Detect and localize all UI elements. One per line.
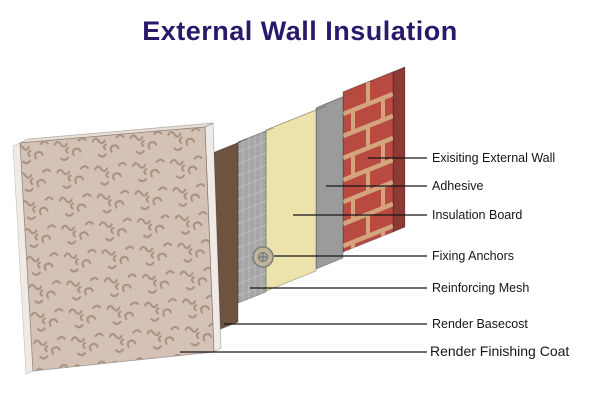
label-render-finishing-coat: Render Finishing Coat — [430, 343, 569, 359]
page-title: External Wall Insulation — [142, 16, 458, 46]
finishing-texture-overlay — [20, 127, 214, 371]
label-reinforcing-mesh: Reinforcing Mesh — [432, 281, 529, 295]
adhesive-top-face — [315, 92, 353, 109]
mesh-grid-texture — [238, 131, 266, 303]
insulation-front-face — [265, 109, 317, 292]
label-insulation-board: Insulation Board — [432, 208, 522, 222]
adhesive-front-face — [315, 96, 344, 270]
label-render-basecoat: Render Basecost — [432, 317, 528, 331]
layer-labels: Exisiting External Wall Adhesive Insulat… — [430, 151, 569, 359]
finishing-left-edge — [12, 142, 34, 375]
layer-render-finishing-coat — [12, 122, 222, 375]
brick-side-face — [392, 66, 406, 233]
label-adhesive: Adhesive — [432, 179, 483, 193]
fixing-anchor-marker — [252, 246, 274, 268]
finishing-top-face — [19, 122, 214, 144]
leader-lines — [180, 157, 427, 353]
layer-existing-external-wall — [342, 66, 406, 253]
label-existing-external-wall: Exisiting External Wall — [432, 151, 555, 165]
label-fixing-anchors: Fixing Anchors — [432, 249, 514, 263]
mesh-front-face — [237, 130, 267, 304]
layer-adhesive — [315, 92, 353, 270]
